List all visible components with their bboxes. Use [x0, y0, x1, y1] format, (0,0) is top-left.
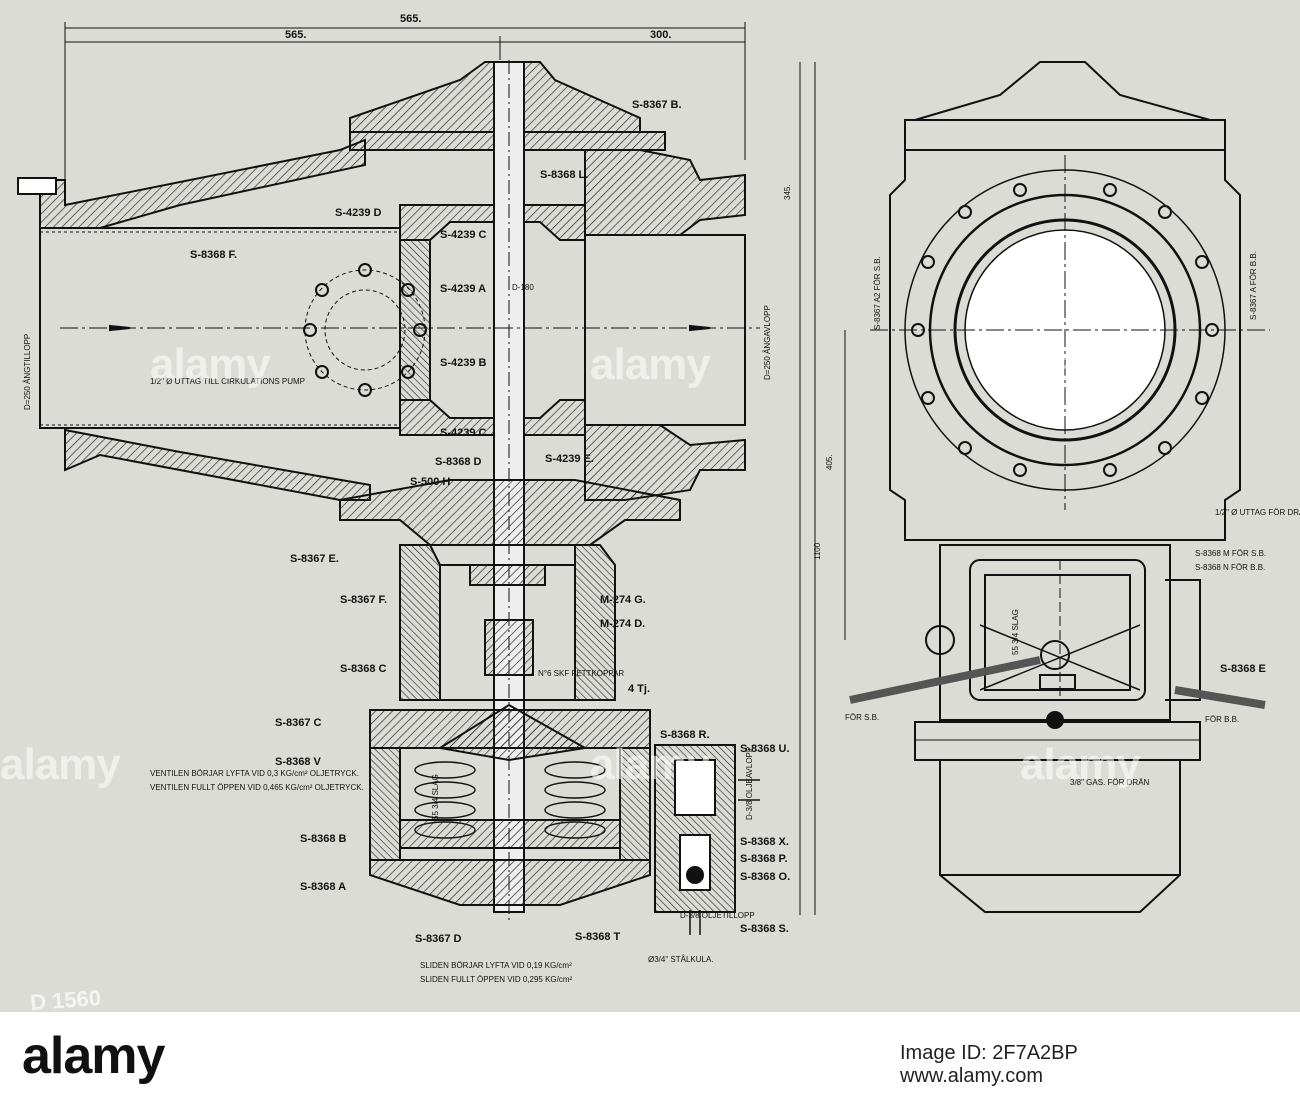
- svg-text:565.: 565.: [400, 13, 421, 25]
- svg-text:S-4239 A: S-4239 A: [440, 283, 486, 295]
- svg-text:55 3/4 SLAG: 55 3/4 SLAG: [431, 774, 440, 820]
- svg-text:VENTILEN FULLT ÖPPEN VID 0,465: VENTILEN FULLT ÖPPEN VID 0,465 KG/cm² OL…: [150, 783, 364, 792]
- svg-text:S-8368 U.: S-8368 U.: [740, 743, 790, 755]
- engineering-drawing: 565. 565. 300. S-8368 F. S-4239 D S-4239…: [17, 13, 1300, 1012]
- svg-text:1/2" Ø UTTAG TILL CIRKULATIONS: 1/2" Ø UTTAG TILL CIRKULATIONS PUMP: [150, 377, 305, 386]
- svg-text:S-8368 S.: S-8368 S.: [740, 923, 789, 935]
- svg-text:D=250 ÅNGTILLOPP: D=250 ÅNGTILLOPP: [23, 334, 32, 410]
- watermark: alamy: [0, 740, 121, 789]
- svg-text:4 Tj.: 4 Tj.: [628, 683, 650, 695]
- svg-text:D 1560: D 1560: [29, 985, 102, 1012]
- section-view: [17, 22, 760, 935]
- svg-text:S-8367 E.: S-8367 E.: [290, 553, 339, 565]
- svg-text:S-8367 A FÖR B.B.: S-8367 A FÖR B.B.: [1249, 251, 1258, 320]
- svg-text:S-8368 E: S-8368 E: [1220, 663, 1266, 675]
- svg-text:S-8367 A2 FÖR S.B.: S-8367 A2 FÖR S.B.: [873, 256, 882, 330]
- svg-text:N°6 SKF FETTKOPPAR: N°6 SKF FETTKOPPAR: [538, 669, 624, 678]
- svg-text:S-8368 F.: S-8368 F.: [190, 249, 237, 261]
- svg-text:S-8368 C: S-8368 C: [340, 663, 387, 675]
- svg-text:S-8368 L.: S-8368 L.: [540, 169, 588, 181]
- svg-text:1/2" Ø UTTAG FÖR DRÄN: 1/2" Ø UTTAG FÖR DRÄN: [1215, 508, 1300, 517]
- svg-text:S-8367 F.: S-8367 F.: [340, 594, 387, 606]
- watermark: alamy: [1020, 740, 1141, 789]
- elevation-view: [849, 61, 1270, 913]
- svg-text:S-500 H: S-500 H: [410, 476, 450, 488]
- svg-text:S-8368 A: S-8368 A: [300, 881, 346, 893]
- brand-logo: alamy: [22, 1027, 165, 1085]
- section-labels: 565. 565. 300. S-8368 F. S-4239 D S-4239…: [23, 13, 834, 984]
- svg-text:D=250 ÅNGAVLOPP: D=250 ÅNGAVLOPP: [763, 305, 772, 380]
- svg-text:55 3/4 SLAG: 55 3/4 SLAG: [1011, 609, 1020, 655]
- svg-text:3/8" GAS. FÖR DRÄN: 3/8" GAS. FÖR DRÄN: [1070, 778, 1150, 787]
- blueprint-sheet: 565. 565. 300. S-8368 F. S-4239 D S-4239…: [0, 0, 1300, 1012]
- svg-text:Ø3/4" STÅLKULA.: Ø3/4" STÅLKULA.: [648, 955, 714, 964]
- svg-text:S-8368 B: S-8368 B: [300, 833, 347, 845]
- svg-text:1100: 1100: [813, 542, 822, 560]
- svg-text:S-8368 D: S-8368 D: [435, 456, 482, 468]
- svg-text:M-274 G.: M-274 G.: [600, 594, 646, 606]
- svg-text:565.: 565.: [285, 29, 306, 41]
- svg-text:VENTILEN BÖRJAR LYFTA VID 0,3: VENTILEN BÖRJAR LYFTA VID 0,3 KG/cm² OLJ…: [150, 769, 359, 778]
- svg-text:SLIDEN FULLT ÖPPEN VID 0,295 K: SLIDEN FULLT ÖPPEN VID 0,295 KG/cm²: [420, 975, 573, 984]
- svg-text:405.: 405.: [825, 454, 834, 470]
- svg-text:D-3/8 OLJEAVLOPP: D-3/8 OLJEAVLOPP: [745, 747, 754, 820]
- svg-text:SLIDEN BÖRJAR LYFTA VID 0,19 K: SLIDEN BÖRJAR LYFTA VID 0,19 KG/cm²: [420, 961, 572, 970]
- svg-text:S-8368 N FÖR B.B.: S-8368 N FÖR B.B.: [1195, 563, 1265, 572]
- elevation-labels: S-8367 A2 FÖR S.B. S-8367 A FÖR B.B. 1/2…: [29, 251, 1300, 1012]
- svg-text:S-4239 B: S-4239 B: [440, 357, 487, 369]
- svg-text:S-4239 E.: S-4239 E.: [545, 453, 594, 465]
- footer-bar: [0, 1012, 1300, 1103]
- svg-text:345.: 345.: [783, 184, 792, 200]
- svg-text:FÖR S.B.: FÖR S.B.: [845, 713, 879, 722]
- watermark: alamy: [150, 340, 271, 389]
- svg-text:D-3/8 OLJETILLOPP: D-3/8 OLJETILLOPP: [680, 911, 755, 920]
- watermark: alamy: [590, 740, 711, 789]
- svg-text:S-8368 X.: S-8368 X.: [740, 836, 789, 848]
- watermark: alamy: [590, 340, 711, 389]
- svg-text:S-8368 T: S-8368 T: [575, 931, 621, 943]
- svg-text:300.: 300.: [650, 29, 671, 41]
- svg-text:FÖR B.B.: FÖR B.B.: [1205, 715, 1239, 724]
- svg-text:S-8368 R.: S-8368 R.: [660, 729, 710, 741]
- svg-text:D-180: D-180: [512, 283, 534, 292]
- svg-text:S-4239 D: S-4239 D: [335, 207, 382, 219]
- svg-text:S-8367 B.: S-8367 B.: [632, 99, 682, 111]
- image-credit: Image ID: 2F7A2BP www.alamy.com: [900, 1042, 1078, 1087]
- svg-text:S-8367 C: S-8367 C: [275, 717, 322, 729]
- svg-text:S-8368 O.: S-8368 O.: [740, 871, 790, 883]
- svg-text:S-4239 C: S-4239 C: [440, 427, 487, 439]
- svg-text:S-8368 M FÖR S.B.: S-8368 M FÖR S.B.: [1195, 549, 1266, 558]
- svg-text:S-8368 V: S-8368 V: [275, 756, 322, 768]
- svg-text:M-274 D.: M-274 D.: [600, 618, 645, 630]
- watermark: alamy: [1020, 340, 1141, 389]
- svg-text:S-8367 D: S-8367 D: [415, 933, 462, 945]
- svg-text:S-4239 C: S-4239 C: [440, 229, 487, 241]
- svg-text:S-8368 P.: S-8368 P.: [740, 853, 788, 865]
